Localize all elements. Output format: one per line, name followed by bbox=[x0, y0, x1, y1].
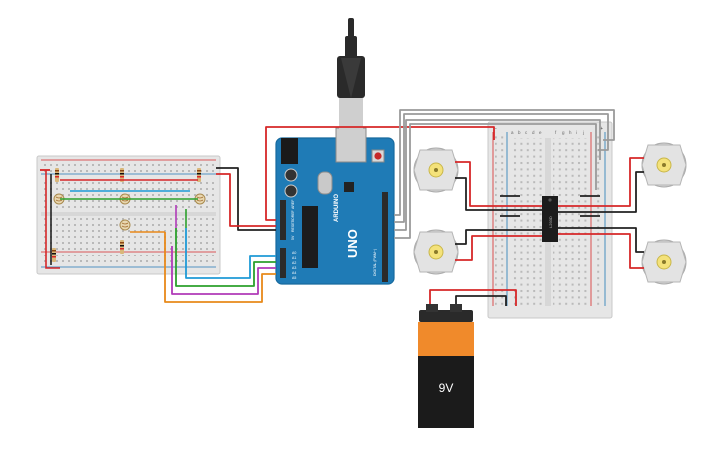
motor-driver-ic[interactable]: L293D bbox=[542, 196, 558, 242]
column-letter: j bbox=[582, 130, 584, 135]
pin-label: A4 bbox=[292, 271, 296, 275]
pin-label: A5 bbox=[292, 276, 296, 280]
usb-port bbox=[335, 127, 367, 163]
resistor[interactable] bbox=[120, 240, 124, 254]
dc-motor[interactable] bbox=[641, 142, 687, 188]
pin-label: A1 bbox=[292, 256, 296, 260]
column-letter: d bbox=[532, 130, 535, 135]
power-header[interactable] bbox=[280, 200, 286, 240]
pin-label: A3 bbox=[292, 266, 296, 270]
rail-plus-label: + bbox=[600, 126, 603, 132]
photoresistor[interactable] bbox=[119, 219, 131, 231]
pin-label: IOREF bbox=[291, 210, 295, 221]
column-letter: g bbox=[562, 130, 565, 135]
pin-label: A2 bbox=[292, 261, 296, 265]
pin-label: RESET bbox=[291, 219, 295, 232]
column-letter: c bbox=[525, 130, 528, 135]
arduino-model: UNO bbox=[345, 229, 360, 258]
breadboard-left[interactable] bbox=[36, 155, 221, 275]
dc-motor[interactable] bbox=[413, 147, 459, 193]
atmega-chip bbox=[302, 206, 318, 268]
column-letter: i bbox=[576, 130, 577, 135]
ic-label: L293D bbox=[548, 216, 553, 228]
column-letter: h bbox=[569, 130, 572, 135]
resistor[interactable] bbox=[197, 168, 201, 182]
capacitor bbox=[284, 184, 298, 198]
pin-label: A0 bbox=[292, 251, 296, 255]
column-letter: e bbox=[539, 130, 542, 135]
pin-label: AREF bbox=[291, 200, 295, 209]
resistor[interactable] bbox=[55, 168, 59, 182]
capacitor bbox=[284, 168, 298, 182]
resistor[interactable] bbox=[120, 168, 124, 182]
digital-header[interactable] bbox=[382, 192, 388, 282]
pin-label: 5V bbox=[291, 235, 295, 240]
left-board-wires[interactable] bbox=[45, 170, 198, 269]
resistor[interactable] bbox=[52, 248, 56, 262]
wires[interactable] bbox=[40, 109, 644, 306]
battery-9v[interactable]: 9V bbox=[418, 304, 474, 428]
analog-header[interactable] bbox=[280, 248, 286, 278]
column-letter: b bbox=[518, 130, 521, 135]
reset-button[interactable] bbox=[371, 149, 385, 163]
rail-minus-label: - bbox=[495, 126, 497, 132]
dc-motor[interactable] bbox=[413, 229, 459, 275]
usb-cable bbox=[337, 18, 365, 130]
regulator bbox=[344, 182, 354, 192]
photoresistor[interactable] bbox=[53, 193, 65, 205]
arduino-uno-board[interactable]: ARDUINO UNO AREF IOREF RESET 5V A0 A1 A2… bbox=[275, 127, 395, 285]
battery-label: 9V bbox=[439, 381, 454, 395]
crystal bbox=[317, 171, 333, 195]
power-jack bbox=[281, 138, 298, 164]
column-letter: a bbox=[511, 130, 514, 135]
dc-motor[interactable] bbox=[641, 239, 687, 285]
digital-pwm-label: DIGITAL (PWM~) bbox=[373, 249, 377, 276]
column-letter: f bbox=[555, 130, 557, 135]
arduino-brand: ARDUINO bbox=[334, 194, 340, 222]
